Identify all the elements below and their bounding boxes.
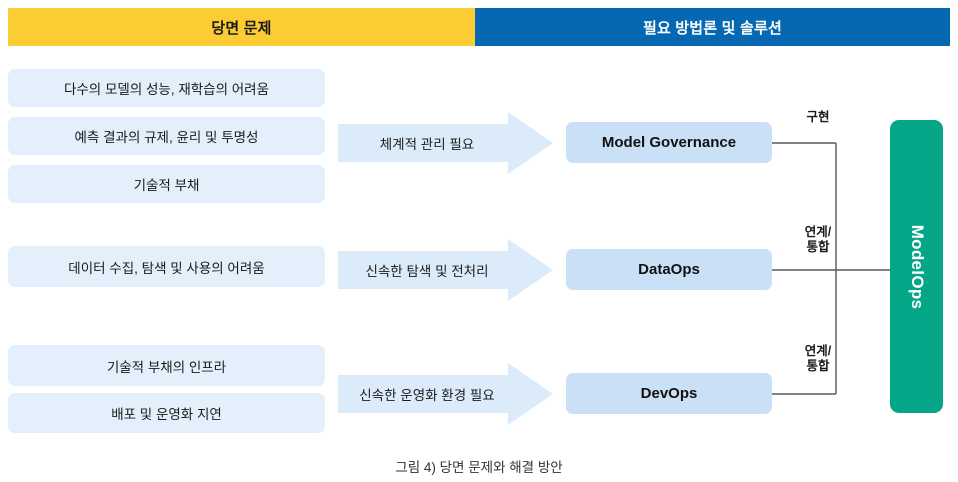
problem-box-label: 기술적 부채의 인프라 [106,359,227,375]
problem-box: 예측 결과의 규제, 윤리 및 투명성 [8,117,325,155]
modelops-label: ModelOps [907,224,927,309]
solution-box-label: DevOps [640,385,698,402]
connector-label-bottom-line2: 통합 [806,358,830,373]
header-right-label: 필요 방법론 및 솔루션 [642,19,783,37]
problem-box-label: 예측 결과의 규제, 윤리 및 투명성 [74,130,259,145]
flow-arrow: 체계적 관리 필요 [338,112,553,174]
solution-box-devops: DevOps [566,373,772,414]
problem-box-label: 기술적 부채 [133,178,200,193]
flow-arrow: 신속한 탐색 및 전처리 [338,239,553,301]
header-bar-solutions: 필요 방법론 및 솔루션 [475,8,950,46]
flow-arrow: 신속한 운영화 환경 필요 [338,363,553,425]
arrow-label: 신속한 운영화 환경 필요 [359,388,495,403]
problem-box-label: 다수의 모델의 성능, 재학습의 어려움 [63,82,270,97]
solution-box-dataops: DataOps [566,249,772,290]
arrow-shape-icon [338,112,553,174]
problem-box-label: 배포 및 운영화 지연 [111,407,222,422]
problem-box: 배포 및 운영화 지연 [8,393,325,433]
solution-box-label: Model Governance [601,134,737,151]
connector-label-top-text: 구현 [806,110,830,124]
connector-lines [772,142,890,395]
problem-box: 데이터 수집, 탐색 및 사용의 어려움 [8,246,325,287]
problem-box: 기술적 부채 [8,165,325,203]
arrow-label: 체계적 관리 필요 [379,137,475,152]
figure-caption: 그림 4) 당면 문제와 해결 방안 [395,460,563,475]
problem-box: 기술적 부채의 인프라 [8,345,325,386]
connector-label-middle-line1: 연계/ [804,225,832,239]
modelops-bar: ModelOps [890,120,943,413]
arrow-shape-icon [338,363,553,425]
solution-box-label: DataOps [638,261,700,278]
problem-box-label: 데이터 수집, 탐색 및 사용의 어려움 [68,260,265,276]
solution-box-model-governance: Model Governance [566,122,772,163]
header-left-label: 당면 문제 [211,19,272,37]
connector-label-bottom-line1: 연계/ [804,344,832,358]
connector-label-middle-line2: 통합 [806,239,830,254]
arrow-label: 신속한 탐색 및 전처리 [365,264,489,279]
problem-box: 다수의 모델의 성능, 재학습의 어려움 [8,69,325,107]
connector-label-middle: 연계/ 통합 [788,225,848,255]
connector-label-top: 구현 [788,110,848,125]
connector-label-bottom: 연계/ 통합 [788,344,848,374]
arrow-shape-icon [338,239,553,301]
header-bar-problems: 당면 문제 [8,8,475,46]
